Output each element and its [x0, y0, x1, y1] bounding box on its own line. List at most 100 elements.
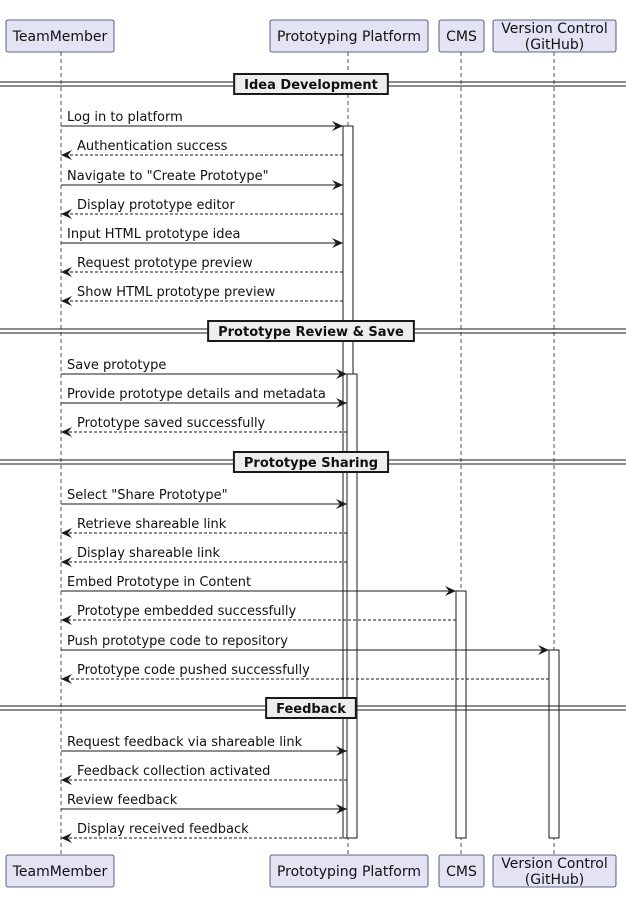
message-reply: Prototype code pushed successfully	[61, 663, 549, 684]
message-arrowhead	[61, 833, 72, 843]
message-label: Prototype saved successfully	[77, 416, 266, 431]
activation-bars	[342, 125, 560, 839]
participant-box	[492, 854, 617, 888]
message-label: Log in to platform	[67, 110, 183, 125]
message-arrowhead	[61, 427, 72, 437]
message: Input HTML prototype idea	[61, 227, 343, 248]
message-arrowhead	[61, 267, 72, 277]
message-reply: Feedback collection activated	[61, 764, 347, 785]
message-label: Retrieve shareable link	[77, 517, 227, 532]
message-label: Display prototype editor	[77, 198, 235, 213]
participant-label: Prototyping Platform	[277, 864, 421, 880]
message-label: Navigate to "Create Prototype"	[67, 169, 269, 184]
message-reply: Authentication success	[61, 139, 343, 160]
message-arrowhead	[336, 499, 347, 509]
message-arrowhead	[61, 557, 72, 567]
message: Save prototype	[61, 358, 347, 379]
participant-label: Version Control	[501, 21, 608, 37]
participant-label: TeamMember	[12, 864, 108, 880]
message-arrowhead	[61, 209, 72, 219]
divider-box	[233, 73, 389, 95]
participant-box	[269, 19, 429, 53]
section-divider: Idea Development	[0, 73, 626, 95]
message-label: Display shareable link	[77, 546, 221, 561]
message: Push prototype code to repository	[61, 634, 549, 655]
message-arrowhead	[336, 398, 347, 408]
message-arrowhead	[61, 296, 72, 306]
message: Log in to platform	[61, 110, 343, 131]
message-reply: Prototype embedded successfully	[61, 604, 456, 625]
divider-label: Idea Development	[244, 78, 378, 93]
message-arrowhead	[61, 775, 72, 785]
message-reply: Retrieve shareable link	[61, 517, 347, 538]
message-label: Request feedback via shareable link	[67, 735, 303, 750]
message-label: Review feedback	[67, 793, 178, 808]
divider-label: Prototype Sharing	[244, 456, 378, 471]
participant-label: (GitHub)	[525, 872, 584, 888]
participant-label: Version Control	[501, 856, 608, 872]
activation-bar-vc	[548, 649, 560, 839]
message-reply: Display received feedback	[61, 822, 347, 843]
message-arrowhead	[332, 238, 343, 248]
participant-label: CMS	[446, 864, 477, 880]
section-divider: Prototype Review & Save	[0, 320, 626, 342]
participant-cms-top: CMS	[438, 19, 485, 53]
section-divider: Prototype Sharing	[0, 451, 626, 473]
divider-box	[265, 697, 357, 719]
message-arrowhead	[332, 180, 343, 190]
message: Provide prototype details and metadata	[61, 387, 347, 408]
divider-box	[207, 320, 415, 342]
participant-vc-top: Version Control(GitHub)	[492, 19, 617, 53]
message-arrowhead	[61, 528, 72, 538]
participant-label: (GitHub)	[525, 37, 584, 53]
message-label: Feedback collection activated	[77, 764, 270, 779]
participant-box	[438, 854, 485, 888]
message-arrowhead	[445, 586, 456, 596]
message-reply: Display shareable link	[61, 546, 347, 567]
participant-pp-bottom: Prototyping Platform	[269, 854, 429, 888]
participant-box	[492, 19, 617, 53]
message: Embed Prototype in Content	[61, 575, 456, 596]
section-divider: Feedback	[0, 697, 626, 719]
message-label: Save prototype	[67, 358, 166, 373]
message: Select "Share Prototype"	[61, 488, 347, 509]
divider-box	[232, 451, 390, 473]
message-arrowhead	[336, 369, 347, 379]
participant-box	[5, 854, 115, 888]
message-label: Input HTML prototype idea	[67, 227, 240, 242]
message-reply: Request prototype preview	[61, 256, 343, 277]
message-arrowhead	[61, 150, 72, 160]
message-label: Prototype code pushed successfully	[77, 663, 310, 678]
participant-box	[438, 19, 485, 53]
activation-bar-cms	[455, 590, 467, 839]
message-arrowhead	[336, 746, 347, 756]
participant-box	[5, 19, 115, 53]
message-arrowhead	[538, 645, 549, 655]
message-label: Embed Prototype in Content	[67, 575, 251, 590]
message-arrowhead	[336, 804, 347, 814]
message-reply: Show HTML prototype preview	[61, 285, 343, 306]
participant-tm-top: TeamMember	[5, 19, 115, 53]
participant-tm-bottom: TeamMember	[5, 854, 115, 888]
message-reply: Prototype saved successfully	[61, 416, 347, 437]
divider-label: Prototype Review & Save	[218, 325, 404, 340]
participant-box	[269, 854, 429, 888]
participant-label: Prototyping Platform	[277, 29, 421, 45]
message-arrowhead	[61, 674, 72, 684]
message-label: Provide prototype details and metadata	[67, 387, 326, 402]
participant-label: TeamMember	[12, 29, 108, 45]
message-label: Request prototype preview	[77, 256, 253, 271]
message: Request feedback via shareable link	[61, 735, 347, 756]
message-reply: Display prototype editor	[61, 198, 343, 219]
message-label: Display received feedback	[77, 822, 249, 837]
message: Navigate to "Create Prototype"	[61, 169, 343, 190]
participant-cms-bottom: CMS	[438, 854, 485, 888]
divider-label: Feedback	[276, 702, 346, 717]
participant-label: CMS	[446, 29, 477, 45]
message-label: Prototype embedded successfully	[77, 604, 297, 619]
activation-bar-pp	[346, 373, 358, 839]
